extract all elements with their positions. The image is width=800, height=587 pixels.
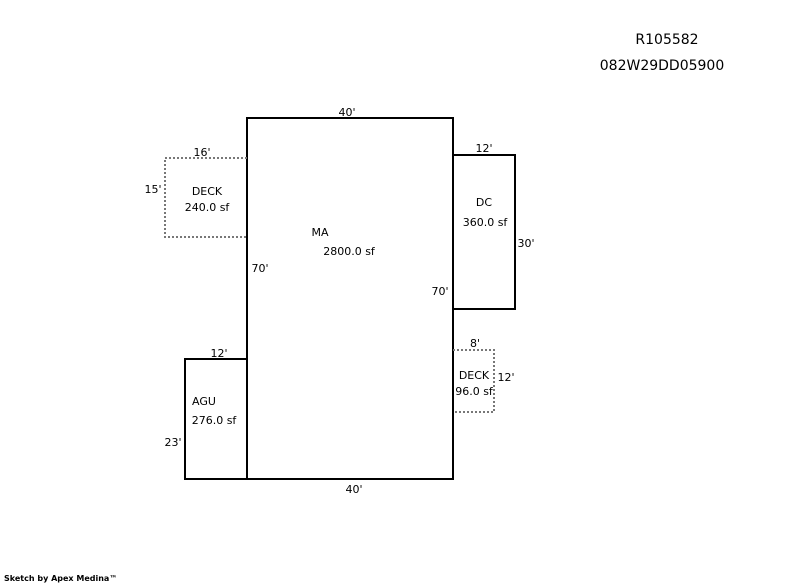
agu-label: AGU xyxy=(192,395,216,408)
area-agu: 12' 23' AGU 276.0 sf xyxy=(164,347,248,480)
area-ma: 40' 40' 70' 70' MA 2800.0 sf xyxy=(246,106,454,496)
dc-right-dim: 30' xyxy=(517,237,534,250)
deck-right-label: DECK xyxy=(459,369,490,382)
dc-label: DC xyxy=(476,196,492,209)
deck-right-outline xyxy=(453,349,495,413)
agu-outline xyxy=(184,358,248,480)
deck-left-label: DECK xyxy=(192,185,223,198)
ma-outline xyxy=(246,117,454,480)
ma-area: 2800.0 sf xyxy=(323,245,376,258)
dc-top-dim: 12' xyxy=(475,142,492,155)
area-deck-left: 16' 15' DECK 240.0 sf xyxy=(144,146,247,238)
deck-right-area: 96.0 sf xyxy=(455,385,494,398)
ma-top-dim: 40' xyxy=(338,106,355,119)
deck-right-right-dim: 12' xyxy=(497,371,514,384)
deck-left-area: 240.0 sf xyxy=(185,201,231,214)
agu-top-dim: 12' xyxy=(210,347,227,360)
ma-label: MA xyxy=(311,226,328,239)
deck-left-top-dim: 16' xyxy=(193,146,210,159)
ma-right-dim: 70' xyxy=(431,285,448,298)
parcel-id: R105582 xyxy=(635,32,698,48)
agu-left-dim: 23' xyxy=(164,436,181,449)
map-number: 082W29DD05900 xyxy=(600,58,724,74)
area-deck-right: 8' 12' DECK 96.0 sf xyxy=(453,337,515,413)
ma-bottom-dim: 40' xyxy=(345,483,362,496)
deck-left-outline xyxy=(164,157,247,238)
dc-outline xyxy=(452,154,516,310)
ma-left-dim: 70' xyxy=(251,262,268,275)
deck-right-top-dim: 8' xyxy=(470,337,480,350)
agu-area: 276.0 sf xyxy=(192,414,238,427)
sketch-credit: Sketch by Apex Medina™ xyxy=(4,574,118,583)
area-dc: 12' 30' DC 360.0 sf xyxy=(452,142,535,310)
dc-area: 360.0 sf xyxy=(463,216,509,229)
deck-left-left-dim: 15' xyxy=(144,183,161,196)
